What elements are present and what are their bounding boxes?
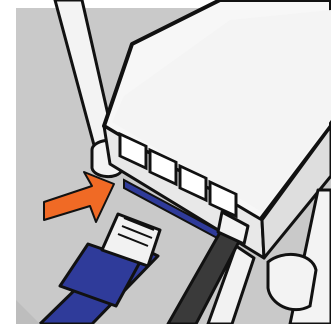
ethernet-ports <box>118 131 238 219</box>
dark-cable <box>166 210 250 324</box>
arrow-right-icon <box>43 171 115 223</box>
ethernet-cable-icon <box>38 212 162 324</box>
white-cable <box>206 244 256 324</box>
floor-shadow <box>16 300 40 324</box>
right-antenna <box>266 188 331 324</box>
